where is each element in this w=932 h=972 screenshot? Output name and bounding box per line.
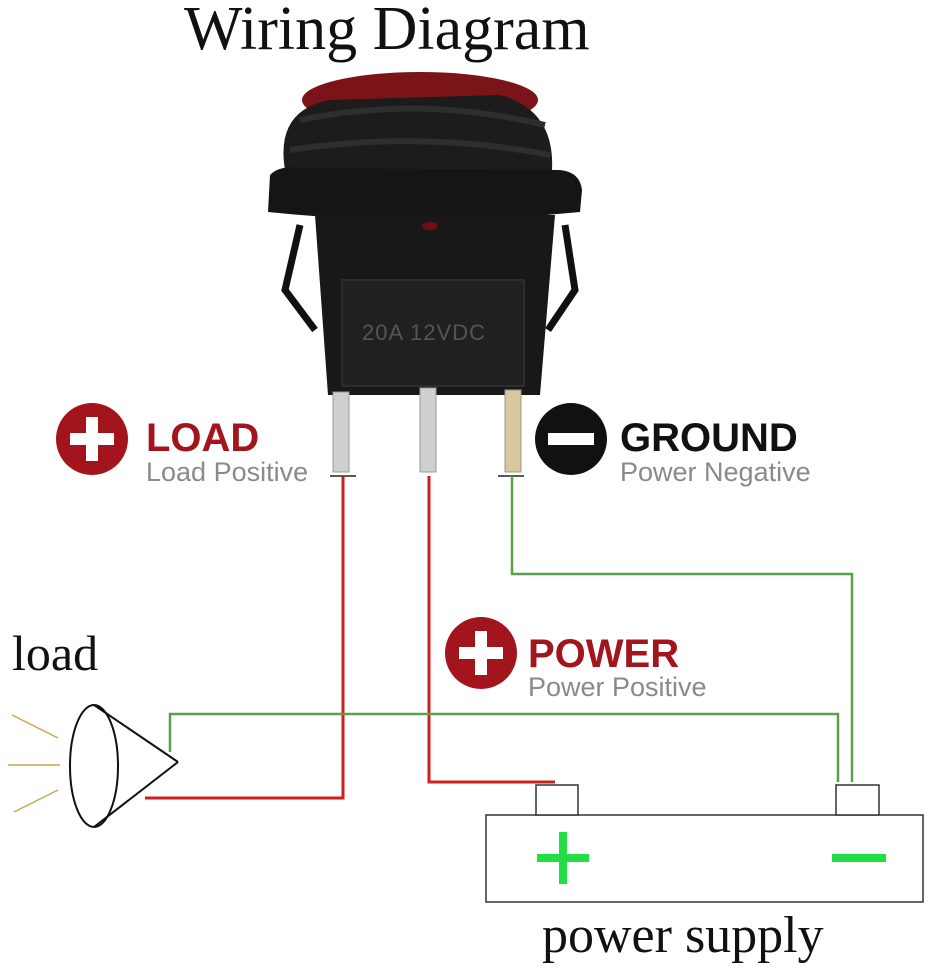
rocker-switch [268, 72, 582, 395]
power-wire [427, 476, 555, 784]
load-device-label: load [12, 625, 99, 681]
ground-terminal-pin [504, 389, 522, 473]
light-ray-icon [11, 714, 59, 739]
negative-symbol-icon [832, 854, 886, 862]
plus-circle-icon [445, 617, 517, 689]
power-supply-label: power supply [542, 907, 824, 964]
ground-terminal-heading: GROUND [620, 416, 798, 460]
ground-wire [510, 476, 854, 782]
power-terminal-heading: POWER [528, 632, 680, 676]
load-lamp [8, 704, 179, 828]
diagram-title: Wiring Diagram [184, 0, 590, 63]
plus-circle-icon [56, 403, 128, 475]
load-terminal-subtitle: Load Positive [146, 457, 309, 487]
load-return-wire [168, 712, 840, 782]
switch-rating-label: 20A 12VDC [362, 320, 486, 345]
wires [145, 476, 854, 800]
positive-symbol-icon [537, 832, 589, 884]
power-terminal-pin [419, 387, 437, 473]
load-terminal-heading: LOAD [146, 416, 260, 460]
load-wire [145, 476, 345, 800]
ground-terminal-subtitle: Power Negative [620, 457, 811, 487]
minus-circle-icon [535, 403, 607, 475]
positive-post [535, 784, 579, 816]
switch-bezel [268, 167, 582, 220]
power-supply [485, 784, 924, 903]
power-terminal-subtitle: Power Positive [528, 672, 707, 702]
load-terminal-pin [332, 391, 350, 473]
negative-post [835, 784, 880, 816]
switch-terminals [330, 387, 524, 477]
